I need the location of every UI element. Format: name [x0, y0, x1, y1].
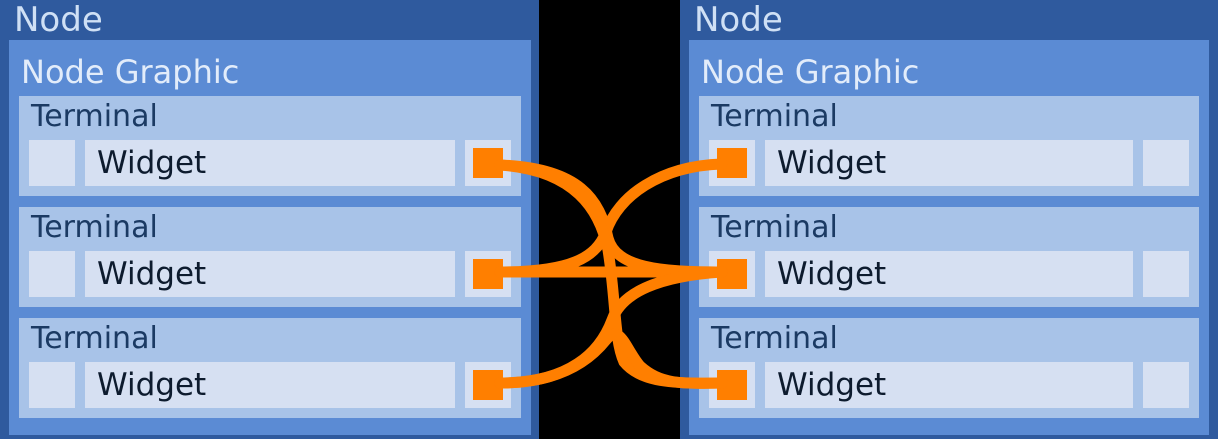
connector-plug-icon[interactable]	[717, 259, 747, 289]
terminal-row: Widget	[709, 362, 1189, 408]
terminal-left-2[interactable]: Terminal Widget	[19, 207, 521, 307]
slot-empty-right[interactable]	[1143, 140, 1189, 186]
connector-plug-icon[interactable]	[717, 148, 747, 178]
slot-empty-left[interactable]	[29, 362, 75, 408]
terminal-row: Widget	[709, 251, 1189, 297]
terminal-row: Widget	[709, 140, 1189, 186]
widget-box[interactable]: Widget	[85, 362, 455, 408]
slot-empty-left[interactable]	[29, 251, 75, 297]
node-left[interactable]: Node Node Graphic Terminal Widget	[0, 0, 539, 439]
widget-box[interactable]: Widget	[85, 251, 455, 297]
widget-label: Widget	[97, 145, 207, 181]
terminal-right-2[interactable]: Terminal Widget	[699, 207, 1199, 307]
terminal-label: Terminal	[711, 321, 838, 356]
node-label: Node	[694, 0, 783, 40]
slot-connector-left[interactable]	[709, 251, 755, 297]
terminal-label: Terminal	[31, 99, 158, 134]
slot-connector-right[interactable]	[465, 362, 511, 408]
terminal-list-left: Terminal Widget Terminal	[19, 96, 521, 429]
widget-label: Widget	[777, 145, 887, 181]
slot-connector-left[interactable]	[709, 362, 755, 408]
widget-box[interactable]: Widget	[765, 362, 1133, 408]
terminal-row: Widget	[29, 251, 511, 297]
node-graphic-left[interactable]: Node Graphic Terminal Widget	[9, 40, 531, 435]
widget-label: Widget	[777, 367, 887, 403]
slot-empty-left[interactable]	[29, 140, 75, 186]
terminal-row: Widget	[29, 362, 511, 408]
terminal-right-3[interactable]: Terminal Widget	[699, 318, 1199, 418]
slot-connector-left[interactable]	[709, 140, 755, 186]
terminal-label: Terminal	[711, 210, 838, 245]
slot-connector-right[interactable]	[465, 251, 511, 297]
terminal-list-right: Terminal Widget Terminal	[699, 96, 1199, 429]
node-graphic-label: Node Graphic	[21, 53, 240, 91]
terminal-label: Terminal	[711, 99, 838, 134]
slot-connector-right[interactable]	[465, 140, 511, 186]
node-graphic-label: Node Graphic	[701, 53, 920, 91]
terminal-row: Widget	[29, 140, 511, 186]
widget-box[interactable]: Widget	[765, 140, 1133, 186]
node-right[interactable]: Node Node Graphic Terminal Widget	[680, 0, 1218, 439]
terminal-left-1[interactable]: Terminal Widget	[19, 96, 521, 196]
widget-label: Widget	[97, 256, 207, 292]
connector-plug-icon[interactable]	[717, 370, 747, 400]
terminal-right-1[interactable]: Terminal Widget	[699, 96, 1199, 196]
widget-label: Widget	[777, 256, 887, 292]
widget-box[interactable]: Widget	[85, 140, 455, 186]
slot-empty-right[interactable]	[1143, 251, 1189, 297]
terminal-label: Terminal	[31, 210, 158, 245]
connector-plug-icon[interactable]	[473, 148, 503, 178]
widget-box[interactable]: Widget	[765, 251, 1133, 297]
node-graphic-right[interactable]: Node Graphic Terminal Widget	[689, 40, 1209, 435]
connector-plug-icon[interactable]	[473, 259, 503, 289]
widget-label: Widget	[97, 367, 207, 403]
node-label: Node	[14, 0, 103, 40]
terminal-left-3[interactable]: Terminal Widget	[19, 318, 521, 418]
terminal-label: Terminal	[31, 321, 158, 356]
slot-empty-right[interactable]	[1143, 362, 1189, 408]
connector-plug-icon[interactable]	[473, 370, 503, 400]
